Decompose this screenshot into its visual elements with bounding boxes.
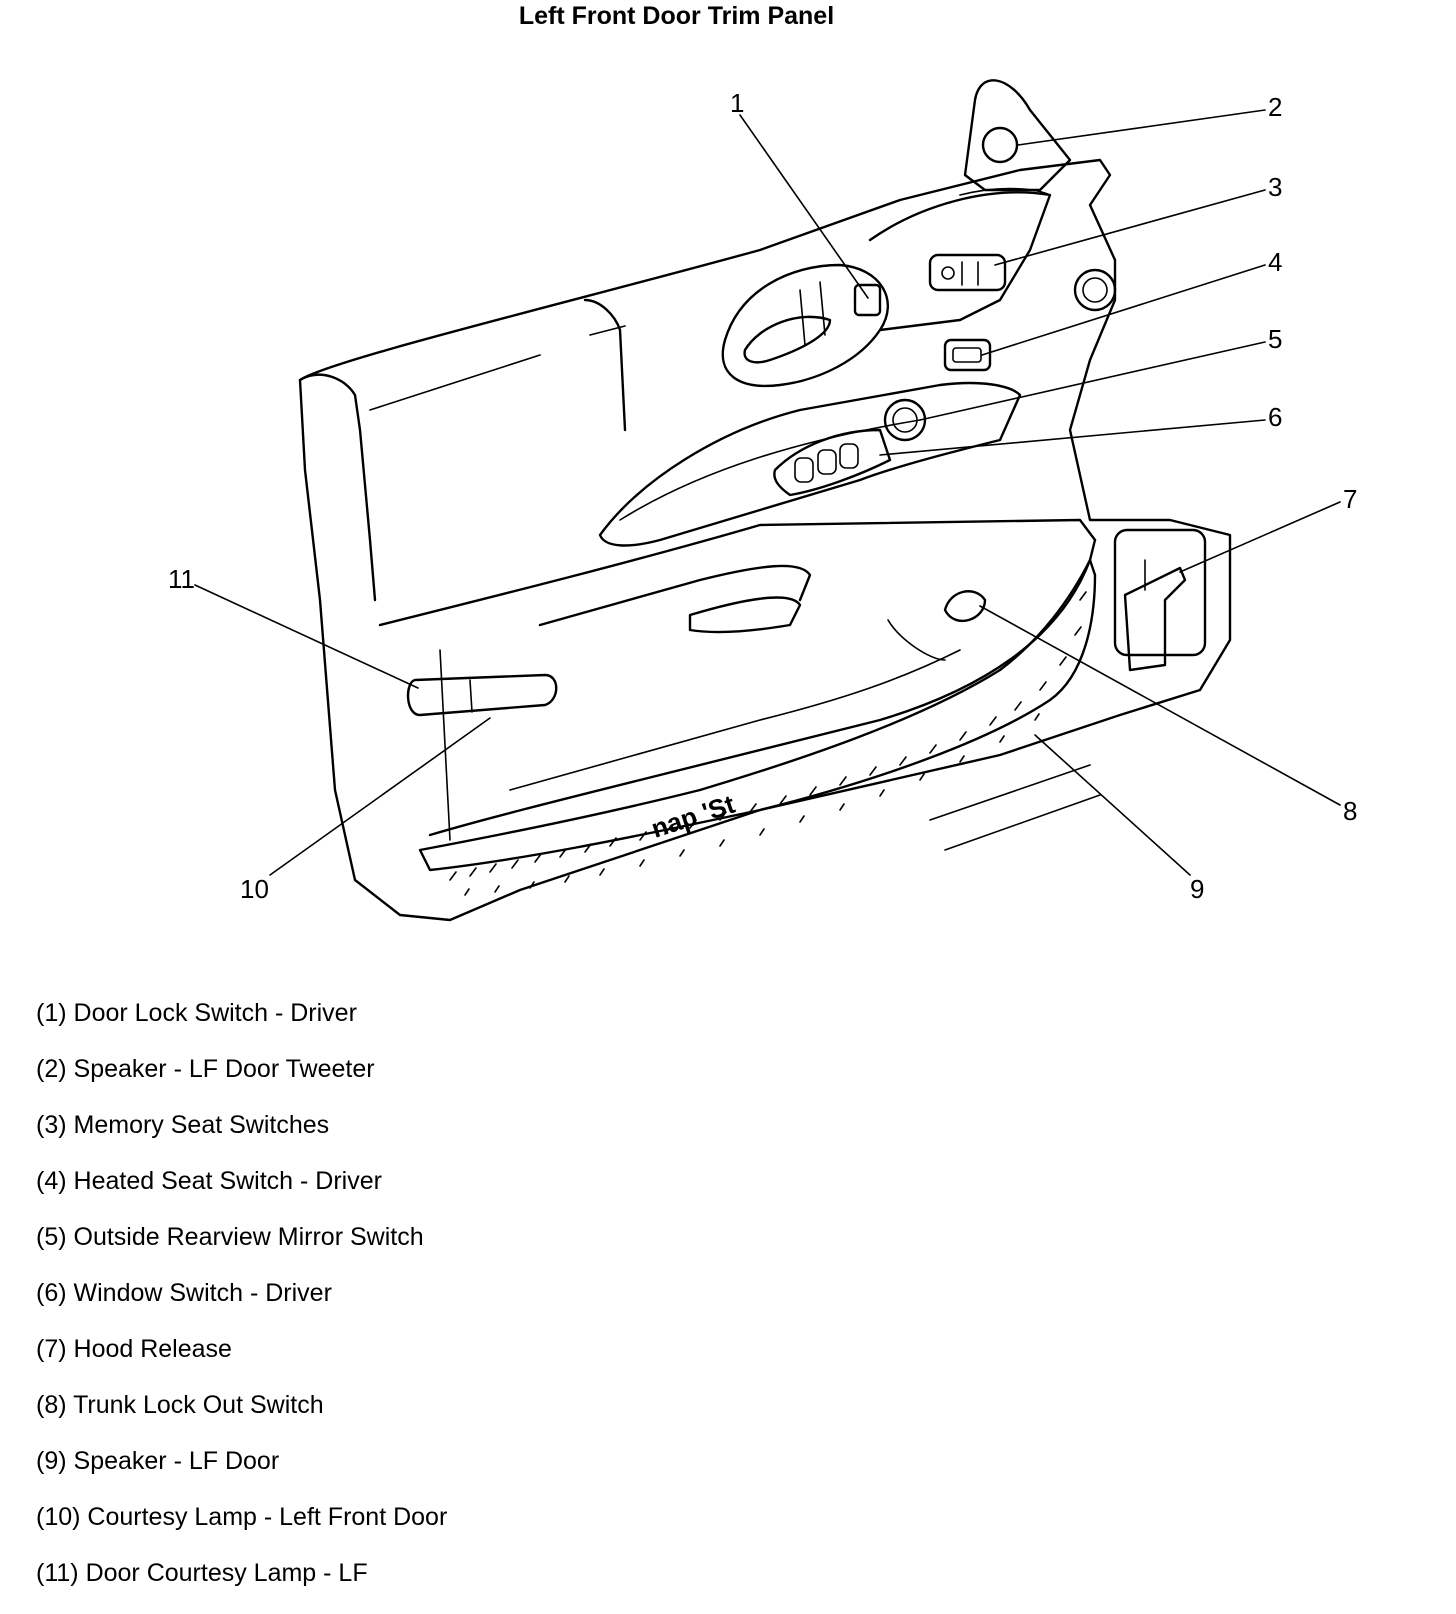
door-handle-pocket (721, 263, 890, 388)
callout-number-2: 2 (1268, 92, 1282, 122)
callout-number-4: 4 (1268, 247, 1282, 277)
callout-number-5: 5 (1268, 324, 1282, 354)
window-switch-cluster (773, 428, 892, 497)
legend-item: (11) Door Courtesy Lamp - LF (36, 1559, 368, 1587)
door-panel-outline (298, 158, 1232, 922)
callout-number-1: 1 (730, 88, 744, 118)
callout-number-10: 10 (240, 874, 269, 904)
callout-number-9: 9 (1190, 874, 1204, 904)
legend-item: (7) Hood Release (36, 1335, 232, 1363)
grille-texture (449, 591, 1087, 896)
watermark: nap 'St (648, 789, 739, 844)
callout-leaders (194, 109, 1341, 876)
legend-item: (9) Speaker - LF Door (36, 1447, 280, 1475)
side-vent (1073, 268, 1117, 312)
tweeter-speaker (981, 126, 1019, 164)
callout-number-8: 8 (1343, 796, 1357, 826)
mirror-switch (883, 398, 927, 442)
legend-item: (6) Window Switch - Driver (36, 1279, 332, 1307)
legend-item: (2) Speaker - LF Door Tweeter (36, 1055, 375, 1083)
callout-number-6: 6 (1268, 402, 1282, 432)
hood-release-recess (1113, 528, 1207, 657)
hood-release-handle (1123, 566, 1187, 672)
speaker-grille (418, 558, 1097, 872)
tweeter-pillar (963, 79, 1072, 192)
callout-number-3: 3 (1268, 172, 1282, 202)
heated-seat-switch (943, 338, 992, 372)
callout-number-7: 7 (1343, 484, 1357, 514)
callout-number-11: 11 (168, 564, 195, 594)
trunk-lockout-switch (943, 590, 987, 622)
armrest-bezel (598, 381, 1022, 547)
legend-item: (5) Outside Rearview Mirror Switch (36, 1223, 424, 1251)
diagram-title: Left Front Door Trim Panel (518, 2, 835, 30)
legend-item: (8) Trunk Lock Out Switch (36, 1391, 324, 1419)
door-lock-switch (853, 283, 882, 317)
courtesy-lamp (406, 673, 558, 717)
legend-item: (1) Door Lock Switch - Driver (36, 999, 357, 1027)
door-trim-panel-diagram: nap 'St 1 2 3 4 5 6 7 8 9 10 11 (168, 79, 1357, 922)
memory-seat-switches (928, 253, 1007, 292)
legend-item: (3) Memory Seat Switches (36, 1111, 330, 1139)
legend-item: (4) Heated Seat Switch - Driver (36, 1167, 382, 1195)
callout-legend: (1) Door Lock Switch - Driver (2) Speake… (36, 985, 447, 1601)
legend-item: (10) Courtesy Lamp - Left Front Door (36, 1503, 448, 1531)
